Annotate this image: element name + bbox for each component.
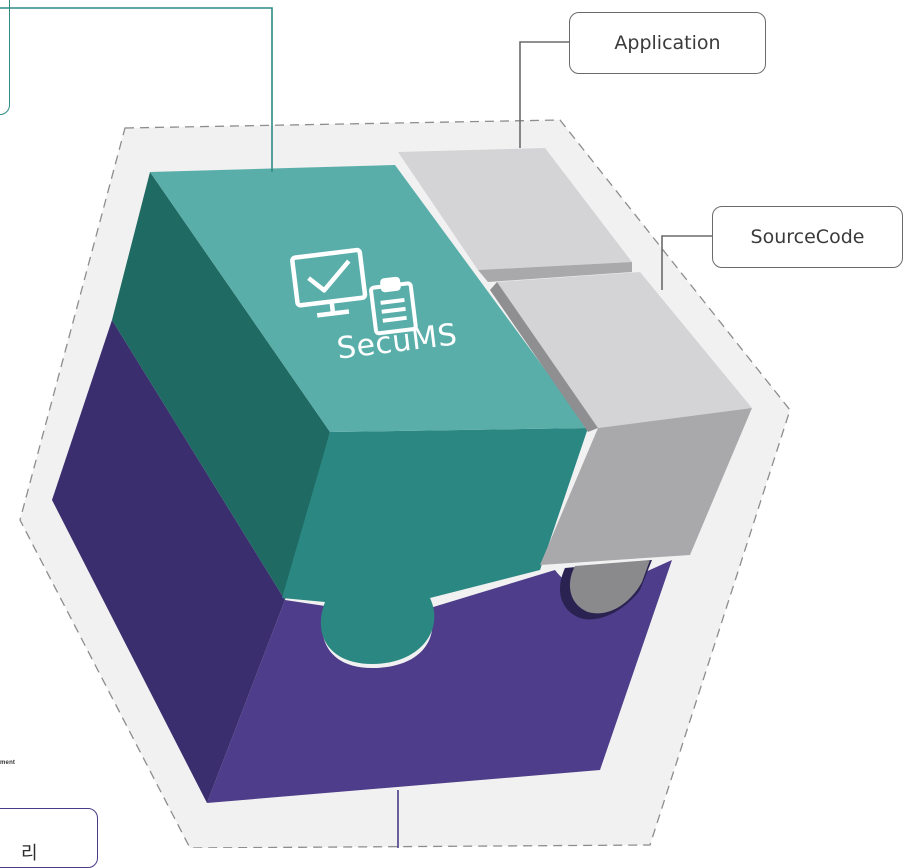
tiny-text-fragment: ment — [0, 760, 16, 766]
sourcecode-block-front-face — [540, 408, 752, 565]
connector-sourcecode — [661, 235, 712, 290]
application-callout: Application — [569, 12, 766, 74]
application-block-top-face — [398, 148, 632, 270]
sourcecode-block-left-face — [490, 282, 598, 432]
purple-callout-label-fragment: 리 — [21, 843, 38, 863]
sourcecode-callout: SourceCode — [712, 206, 903, 268]
monitor-check-icon — [290, 247, 368, 318]
sourcecode-label: SourceCode — [750, 226, 865, 248]
secums-diagram — [0, 7, 791, 848]
purple-callout-box-partial: 리 — [0, 808, 98, 868]
connector-application — [519, 41, 569, 148]
clipboard-icon — [369, 276, 418, 336]
gray-puzzle-tab — [569, 560, 650, 614]
purple-block-left-face — [52, 320, 285, 803]
teal-callout-box-partial — [0, 0, 10, 115]
sourcecode-block-top-face — [497, 272, 752, 428]
teal-block-top-face — [150, 165, 588, 432]
connector-teal — [0, 7, 273, 172]
purple-block-front-face — [207, 560, 672, 803]
teal-block-left-face — [112, 172, 330, 600]
application-block-side — [478, 262, 632, 282]
application-label: Application — [614, 32, 721, 54]
teal-block-front-face — [282, 428, 588, 664]
